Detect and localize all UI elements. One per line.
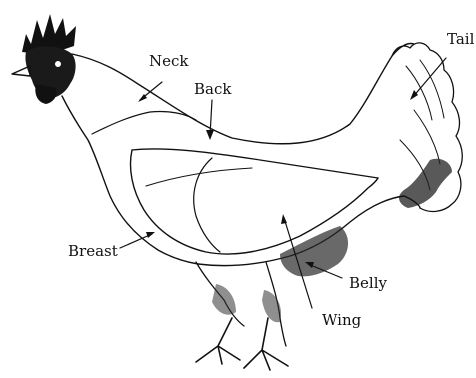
left-shank: [196, 318, 240, 364]
label-breast: Breast: [68, 242, 118, 260]
label-wing: Wing: [322, 311, 362, 329]
body-outline: [72, 44, 414, 144]
tail-feather-line: [414, 110, 440, 164]
label-neck: Neck: [149, 52, 189, 70]
label-back: Back: [194, 80, 232, 98]
leg-feathering: [212, 284, 236, 315]
back-wing-line: [132, 149, 378, 178]
neck-front: [62, 96, 198, 264]
leg-feathering: [262, 290, 281, 322]
wing-bar-line: [146, 168, 252, 186]
belly-fluff: [280, 226, 348, 276]
tail-feather-line: [420, 60, 444, 118]
neck-arrow: [138, 82, 162, 102]
back-arrow: [206, 100, 214, 140]
label-tail: Tail: [447, 30, 475, 48]
eye: [55, 61, 61, 67]
tail-fluff: [399, 159, 452, 208]
tail-feather-line: [406, 66, 432, 120]
label-belly: Belly: [349, 274, 387, 292]
neck-hackle-line: [92, 111, 196, 134]
beak: [12, 66, 30, 76]
